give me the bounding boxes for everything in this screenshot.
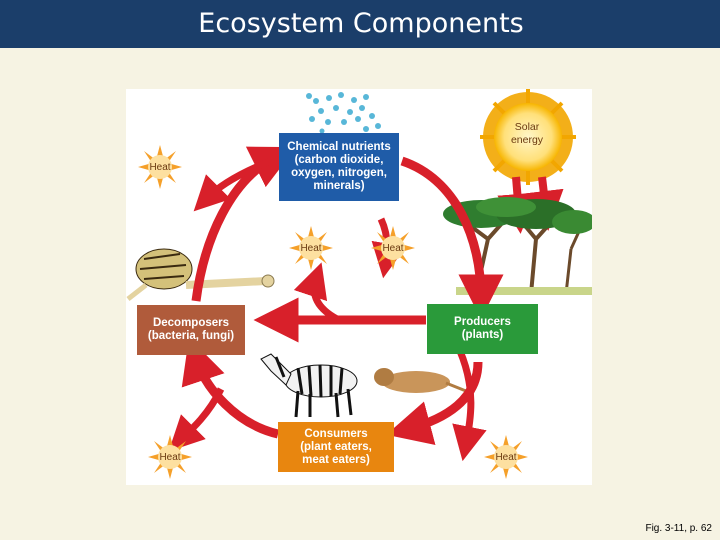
- heat-burst-icon: [484, 435, 528, 479]
- heat-label: Heat: [159, 451, 181, 463]
- heat-burst-icon: [138, 145, 182, 189]
- figure-caption: Fig. 3-11, p. 62: [645, 523, 712, 534]
- heat-burst-top-left: Heat: [138, 145, 182, 189]
- heat-burst-icon: [371, 226, 415, 270]
- arrow-heat-bottom-right: [452, 349, 487, 462]
- arrow-producers-to-consumers: [386, 361, 483, 446]
- heat-burst-bottom-left: Heat: [148, 435, 192, 479]
- heat-label: Heat: [149, 161, 171, 173]
- title-bar: [0, 0, 720, 48]
- heat-label: Heat: [382, 242, 404, 254]
- diagram-graphics: [126, 89, 592, 462]
- arrow-nutrients-to-producers: [400, 156, 504, 320]
- sun-icon: [480, 89, 576, 185]
- zebra-icon: [260, 353, 358, 418]
- producers-box: Producers (plants): [427, 304, 538, 354]
- heat-burst-bottom-right: Heat: [484, 435, 528, 479]
- heat-label: Heat: [495, 451, 517, 463]
- heat-label: Heat: [300, 242, 322, 254]
- cycle-arrows: [168, 146, 504, 462]
- heat-burst-center-left: Heat: [289, 226, 333, 270]
- ecosystem-diagram: Chemical nutrients (carbon dioxide, oxyg…: [126, 89, 592, 485]
- arrow-heat-top-left: [193, 155, 278, 212]
- slide-title: Ecosystem Components: [0, 8, 720, 39]
- solar-energy-label: Solar energy: [510, 121, 544, 146]
- lion-icon: [374, 368, 467, 393]
- arrow-consumers-to-decomposers: [181, 337, 280, 439]
- heat-burst-icon: [289, 226, 333, 270]
- consumers-box: Consumers (plant eaters, meat eaters): [278, 422, 394, 472]
- nutrients-box: Chemical nutrients (carbon dioxide, oxyg…: [279, 133, 399, 201]
- trees-icon: [443, 197, 592, 295]
- arrow-heat-center-left: [293, 262, 343, 325]
- slide-title-text: Ecosystem Components: [198, 8, 524, 39]
- heat-burst-center-right: Heat: [371, 226, 415, 270]
- nutrient-molecules-icon: [306, 92, 381, 134]
- decomposers-box: Decomposers (bacteria, fungi): [137, 305, 245, 355]
- heat-burst-icon: [148, 435, 192, 479]
- arrow-heat-bottom-left: [168, 387, 225, 452]
